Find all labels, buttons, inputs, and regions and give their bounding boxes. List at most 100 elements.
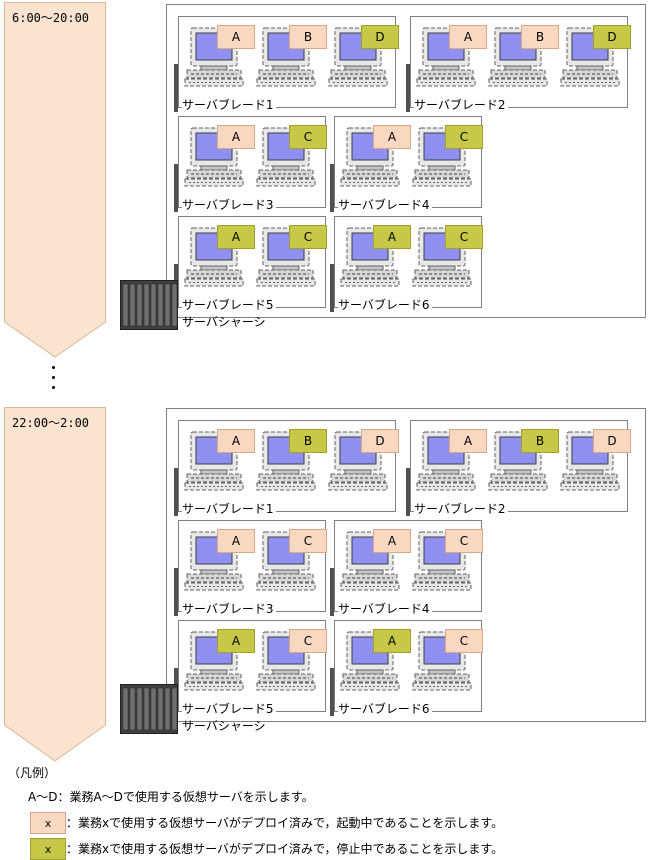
chassis-label: サーバシャーシ xyxy=(182,315,266,329)
chassis-label: サーバシャーシ xyxy=(182,719,266,733)
virtual-server-icon: D xyxy=(327,429,399,493)
server-blade: A B D サーバブレード1 xyxy=(174,16,399,112)
server-blade: A C サーバブレード3 xyxy=(174,116,327,212)
blade-label: サーバブレード2 xyxy=(414,502,508,516)
vm-task-tag: A xyxy=(373,529,411,553)
vm-task-tag: A xyxy=(217,225,255,249)
server-chassis-icon xyxy=(120,684,178,734)
arrow-shape xyxy=(4,2,106,358)
virtual-server-icon: A xyxy=(183,429,255,493)
vm-task-tag: A xyxy=(217,25,255,49)
server-blade: A C サーバブレード5 xyxy=(174,216,327,312)
blade-connector xyxy=(406,64,410,112)
server-blade: A B D サーバブレード2 xyxy=(406,420,631,516)
virtual-server-icon: C xyxy=(411,125,483,189)
server-blade: A C サーバブレード5 xyxy=(174,620,327,716)
blade-connector xyxy=(174,164,178,212)
virtual-server-icon: B xyxy=(255,429,327,493)
virtual-server-icon: D xyxy=(559,429,631,493)
vm-task-tag: D xyxy=(593,429,631,453)
arrow-shape xyxy=(4,407,106,762)
time-label: 6:00～20:00 xyxy=(12,11,90,25)
vm-task-tag: C xyxy=(445,629,483,653)
blade-connector xyxy=(174,64,178,112)
blade-label: サーバブレード4 xyxy=(338,602,432,616)
virtual-server-icon: A xyxy=(183,225,255,289)
blade-label: サーバブレード5 xyxy=(182,298,276,312)
vm-task-tag: A xyxy=(217,629,255,653)
virtual-server-icon: A xyxy=(183,629,255,693)
vm-task-tag: D xyxy=(361,25,399,49)
server-blade: A C サーバブレード3 xyxy=(174,520,327,616)
server-chassis-icon xyxy=(120,280,178,330)
virtual-server-icon: C xyxy=(255,629,327,693)
blade-label: サーバブレード6 xyxy=(338,702,432,716)
virtual-server-icon: A xyxy=(339,529,411,593)
vm-task-tag: C xyxy=(445,125,483,149)
server-blade: A C サーバブレード6 xyxy=(330,620,483,716)
virtual-server-icon: C xyxy=(255,225,327,289)
virtual-server-icon: C xyxy=(411,225,483,289)
vm-task-tag: C xyxy=(289,629,327,653)
server-blade: A C サーバブレード6 xyxy=(330,216,483,312)
vm-task-tag: A xyxy=(449,429,487,453)
virtual-server-icon: B xyxy=(487,429,559,493)
blade-connector xyxy=(174,468,178,516)
legend-line-1: A～D：業務A～Dで使用する仮想サーバを示します。 xyxy=(28,790,314,804)
virtual-server-icon: B xyxy=(487,25,559,89)
vm-task-tag: A xyxy=(373,629,411,653)
blade-label: サーバブレード5 xyxy=(182,702,276,716)
vm-task-tag: C xyxy=(289,225,327,249)
virtual-server-icon: A xyxy=(183,529,255,593)
blade-label: サーバブレード3 xyxy=(182,602,276,616)
virtual-server-icon: C xyxy=(255,529,327,593)
virtual-server-icon: A xyxy=(339,225,411,289)
server-blade: A B D サーバブレード2 xyxy=(406,16,631,112)
virtual-server-icon: D xyxy=(327,25,399,89)
continuation-dots xyxy=(50,366,58,396)
legend-stop-box: x xyxy=(30,838,66,860)
virtual-server-icon: B xyxy=(255,25,327,89)
server-blade: A C サーバブレード4 xyxy=(330,520,483,616)
legend-run-box: x xyxy=(30,812,66,834)
blade-label: サーバブレード6 xyxy=(338,298,432,312)
vm-task-tag: A xyxy=(373,125,411,149)
virtual-server-icon: A xyxy=(183,125,255,189)
vm-task-tag: A xyxy=(217,125,255,149)
virtual-server-icon: A xyxy=(183,25,255,89)
vm-task-tag: C xyxy=(289,529,327,553)
virtual-server-icon: C xyxy=(255,125,327,189)
time-label: 22:00～2:00 xyxy=(12,416,90,430)
virtual-server-icon: C xyxy=(411,629,483,693)
vm-task-tag: A xyxy=(217,429,255,453)
blade-label: サーバブレード4 xyxy=(338,198,432,212)
virtual-server-icon: A xyxy=(415,429,487,493)
vm-task-tag: B xyxy=(521,25,559,49)
virtual-server-icon: A xyxy=(339,629,411,693)
blade-label: サーバブレード3 xyxy=(182,198,276,212)
vm-task-tag: B xyxy=(521,429,559,453)
server-blade: A C サーバブレード4 xyxy=(330,116,483,212)
blade-connector xyxy=(330,264,334,312)
virtual-server-icon: A xyxy=(415,25,487,89)
vm-task-tag: C xyxy=(445,225,483,249)
blade-connector xyxy=(330,164,334,212)
vm-task-tag: B xyxy=(289,429,327,453)
blade-connector xyxy=(330,568,334,616)
time-arrow-1: 6:00～20:00 xyxy=(4,2,106,358)
blade-connector xyxy=(174,568,178,616)
vm-task-tag: B xyxy=(289,25,327,49)
virtual-server-icon: D xyxy=(559,25,631,89)
vm-task-tag: C xyxy=(289,125,327,149)
time-arrow-2: 22:00～2:00 xyxy=(4,407,106,762)
vm-task-tag: A xyxy=(373,225,411,249)
legend-stop-text: ：業務xで使用する仮想サーバがデプロイ済みで，停止中であることを示します。 xyxy=(66,842,504,856)
vm-task-tag: C xyxy=(445,529,483,553)
vm-task-tag: A xyxy=(449,25,487,49)
blade-label: サーバブレード2 xyxy=(414,98,508,112)
blade-label: サーバブレード1 xyxy=(182,98,276,112)
virtual-server-icon: C xyxy=(411,529,483,593)
blade-connector xyxy=(406,468,410,516)
virtual-server-icon: A xyxy=(339,125,411,189)
